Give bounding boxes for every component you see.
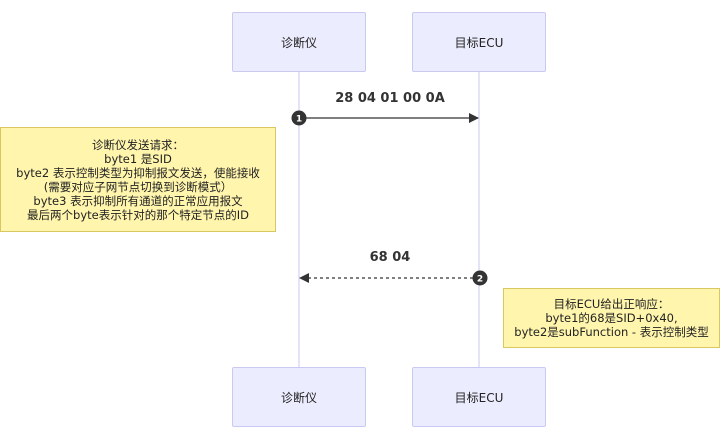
note-line: 最后两个byte表示针对的那个特定节点的ID	[27, 207, 249, 222]
participant-label: 诊断仪	[280, 35, 317, 50]
note-line: (需要对应子网节点切换到诊断模式）	[43, 179, 233, 194]
note-line: 诊断仪发送请求：	[92, 137, 184, 152]
participant-diagnostic-tool-top: 诊断仪	[232, 12, 366, 72]
note-line: byte3 表示抑制所有通道的正常应用报文	[33, 193, 243, 208]
note-response: 目标ECU给出正响应： byte1的68是SID+0x40, byte2是sub…	[503, 288, 720, 348]
participant-target-ecu-bottom: 目标ECU	[412, 367, 546, 427]
sequence-badge-1: 1	[291, 110, 307, 126]
badge-2-number: 2	[477, 275, 483, 285]
participant-target-ecu-top: 目标ECU	[412, 12, 546, 72]
note-line: byte2是subFunction - 表示控制类型	[514, 325, 709, 339]
sequence-badge-2: 2	[472, 270, 488, 286]
message-1-label: 28 04 01 00 0A	[335, 91, 445, 106]
note-line: byte1的68是SID+0x40,	[545, 311, 678, 325]
participant-diagnostic-tool-bottom: 诊断仪	[232, 367, 366, 427]
participant-label: 诊断仪	[280, 390, 317, 405]
note-request: 诊断仪发送请求： byte1 是SID byte2 表示控制类型为抑制报文发送，…	[0, 127, 276, 232]
badge-1-number: 1	[296, 115, 302, 125]
note-line: byte1 是SID	[104, 151, 172, 166]
participant-label: 目标ECU	[454, 35, 504, 50]
participant-label: 目标ECU	[454, 390, 504, 405]
note-line: byte2 表示控制类型为抑制报文发送，使能接收	[16, 165, 260, 180]
message-2-label: 68 04	[369, 250, 411, 265]
note-line: 目标ECU给出正响应：	[553, 297, 670, 311]
